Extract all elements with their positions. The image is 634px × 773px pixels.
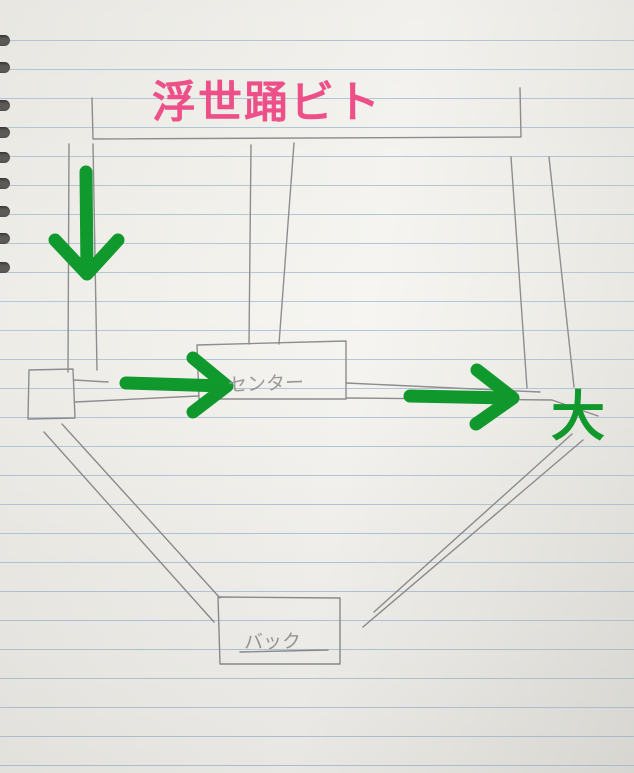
ruled-line: [0, 504, 634, 505]
ruled-line: [0, 446, 634, 447]
center-label: センター: [227, 371, 305, 397]
binder-hole: [0, 178, 10, 189]
ruled-line: [0, 620, 634, 621]
band-lower: [74, 395, 199, 403]
ruled-line: [0, 707, 634, 708]
ruled-line: [0, 243, 634, 244]
binder-hole: [0, 62, 10, 73]
ruled-line: [0, 562, 634, 563]
binder-hole: [0, 152, 10, 163]
ruled-line: [0, 69, 634, 70]
binder-hole: [0, 35, 10, 46]
ruled-line: [0, 127, 634, 128]
binder-hole: [0, 206, 10, 217]
binder-hole: [0, 100, 10, 111]
top-frame: [91, 87, 522, 140]
right-pillar-outer: [548, 156, 575, 388]
ruled-line: [0, 388, 634, 389]
ruled-line: [0, 272, 634, 273]
left-box: [27, 368, 76, 420]
right-arrow-big: [403, 363, 520, 431]
big-label: 大: [551, 385, 605, 448]
diag-left-outer: [43, 431, 215, 623]
binder-hole: [0, 233, 10, 244]
ruled-line: [0, 417, 634, 418]
diagram-title: 浮世踊ビト: [152, 77, 382, 128]
back-underline: [239, 649, 329, 653]
ruled-line: [0, 214, 634, 215]
back-box: [217, 596, 341, 665]
band-upper: [73, 379, 109, 383]
ruled-line: [0, 185, 634, 186]
right-arrow-center: [119, 351, 234, 419]
back-label: バック: [243, 630, 302, 654]
ruled-line: [0, 98, 634, 99]
center-pillar-left: [248, 144, 252, 345]
down-arrow: [48, 165, 125, 281]
diag-right-outer: [362, 439, 584, 628]
binder-hole: [0, 262, 10, 273]
diag-left-inner: [61, 423, 221, 599]
right-pillar-inner: [510, 156, 528, 389]
binder-hole: [0, 127, 10, 138]
ruled-line: [0, 533, 634, 534]
ruled-line: [0, 301, 634, 302]
ruled-line: [0, 156, 634, 157]
ruled-line: [0, 591, 634, 592]
center-pillar-right: [278, 142, 295, 345]
ruled-line: [0, 765, 634, 766]
diag-right-inner: [373, 433, 573, 613]
ruled-line: [0, 359, 634, 360]
ruled-line: [0, 736, 634, 737]
ruled-line: [0, 40, 634, 41]
ruled-line: [0, 649, 634, 650]
ruled-line: [0, 330, 634, 331]
ruled-line: [0, 678, 634, 679]
ruled-line: [0, 475, 634, 476]
